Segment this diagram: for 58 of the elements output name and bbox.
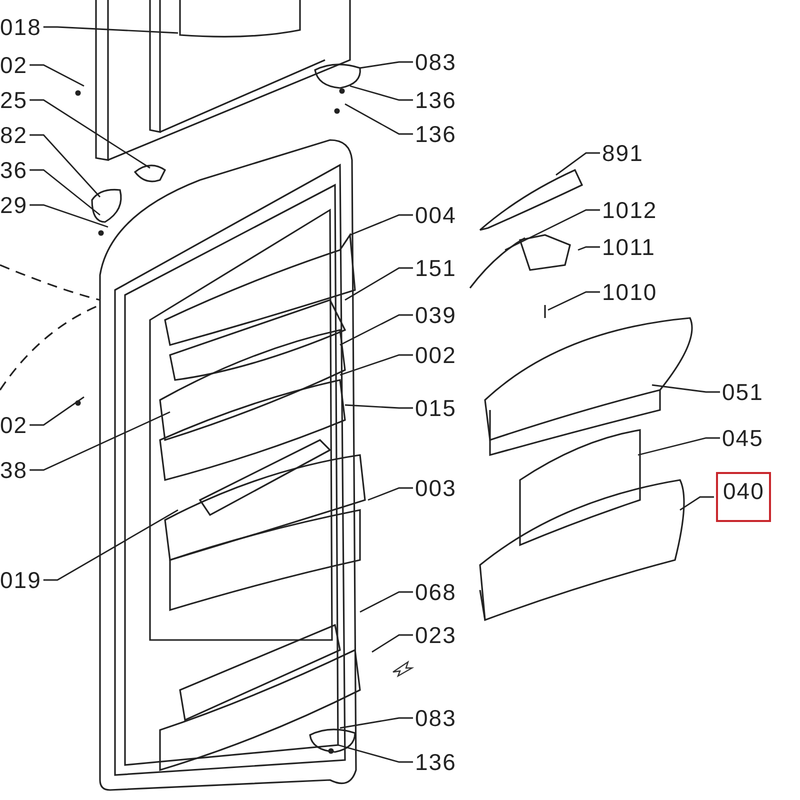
leader-line <box>30 411 170 471</box>
leader-line <box>30 396 84 426</box>
leader-line <box>350 214 413 236</box>
callout-number: 36 <box>0 157 28 183</box>
leader-line <box>338 744 413 763</box>
callout-number: 151 <box>415 255 456 281</box>
leader-line <box>652 384 720 393</box>
callout-number: 083 <box>415 705 456 731</box>
callout-number: 02 <box>0 52 28 78</box>
callout-number: 136 <box>415 121 456 147</box>
leader-line <box>340 354 413 376</box>
callout-number: 068 <box>415 579 456 605</box>
leader-line <box>344 103 413 135</box>
leader-line <box>504 209 600 251</box>
leader-line <box>578 246 600 251</box>
leader-line <box>30 64 84 87</box>
leader-line <box>340 314 413 346</box>
callout-number: 018 <box>0 14 42 40</box>
leader-line <box>360 61 413 69</box>
callout-number: 051 <box>722 379 764 405</box>
leader-line <box>43 26 178 34</box>
leader-line <box>344 404 413 409</box>
callout-number: 25 <box>0 87 28 113</box>
leader-line <box>360 591 413 613</box>
leader-line <box>372 634 413 653</box>
callout-number: 083 <box>415 49 456 75</box>
leader-line <box>680 496 714 511</box>
callout-number: 891 <box>602 140 644 166</box>
callout-number: 38 <box>0 457 28 483</box>
callout-number: 040 <box>716 472 772 522</box>
callout-number: 1012 <box>602 197 658 223</box>
callout-number: 023 <box>415 622 456 648</box>
leader-line <box>344 267 413 301</box>
callout-number: 045 <box>722 425 764 451</box>
leader-line <box>30 169 100 216</box>
callout-number: 039 <box>415 302 456 328</box>
callout-number: 82 <box>0 122 28 148</box>
leader-line <box>340 717 413 729</box>
leader-line <box>556 152 600 176</box>
callout-number: 136 <box>415 87 456 113</box>
callout-number: 29 <box>0 192 28 218</box>
leader-line <box>43 509 178 581</box>
leader-line <box>30 99 150 169</box>
leader-line <box>638 437 720 456</box>
leader-line <box>548 291 600 311</box>
leader-line <box>350 85 413 101</box>
callout-number: 136 <box>415 749 456 775</box>
callout-number: 019 <box>0 567 42 593</box>
callout-number: 015 <box>415 395 456 421</box>
callout-number: 1010 <box>602 279 658 305</box>
callout-number: 003 <box>415 475 456 501</box>
leader-line <box>368 487 413 501</box>
callout-number: 002 <box>415 342 456 368</box>
callout-number: 1011 <box>602 234 656 260</box>
leader-line <box>30 204 108 228</box>
callout-number: 004 <box>415 202 456 228</box>
leader-line <box>30 134 101 198</box>
callout-number: 02 <box>0 412 28 438</box>
